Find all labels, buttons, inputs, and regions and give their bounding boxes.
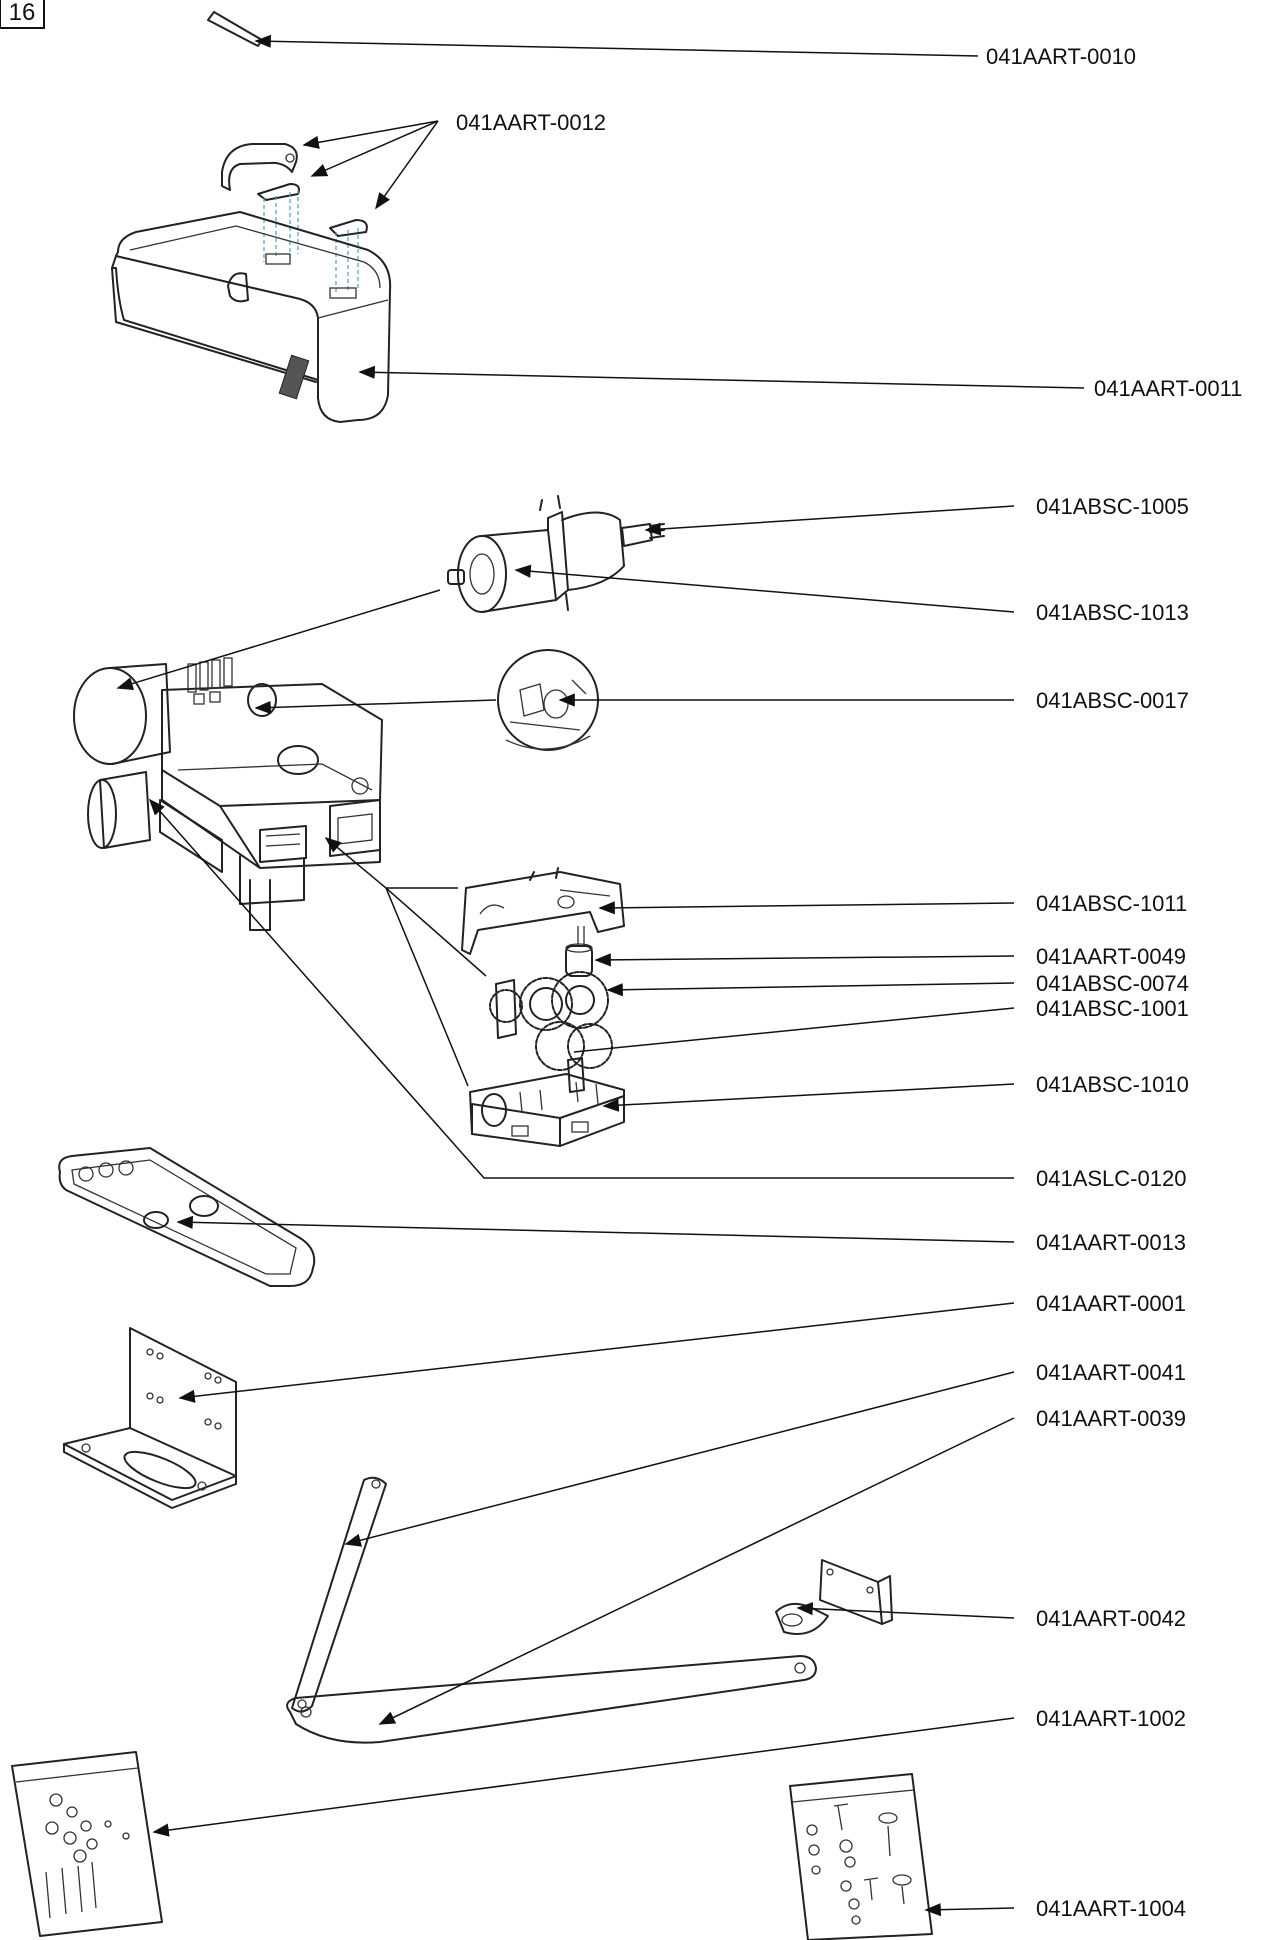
- label-041ABSC-1011: 041ABSC-1011: [1036, 891, 1187, 916]
- leader-gearbox-lower: [385, 887, 469, 1087]
- leader-041ABSC-1010: [602, 1083, 1015, 1112]
- label-041AART-0013: 041AART-0013: [1036, 1230, 1186, 1255]
- leader-041AART-0049: [594, 953, 1015, 967]
- leader-041AART-1002: [152, 1717, 1015, 1837]
- page-number-badge: 16: [0, 0, 45, 29]
- label-041AART-0039: 041AART-0039: [1036, 1406, 1186, 1431]
- label-041ABSC-1001: 041ABSC-1001: [1036, 996, 1189, 1021]
- label-041AART-0049: 041AART-0049: [1036, 944, 1186, 969]
- hardware-bag-1-illustration: [11, 1751, 163, 1937]
- motor-illustration: [447, 495, 665, 613]
- label-041AART-0010: 041AART-0010: [986, 44, 1136, 69]
- leader-041AART-0012-a: [302, 120, 439, 149]
- part-labels: 041AART-0010 041AART-0012 041AART-0011 0…: [456, 44, 1242, 1921]
- leader-detail-to-assembly: [254, 699, 497, 715]
- label-041ABSC-1013: 041ABSC-1013: [1036, 600, 1189, 625]
- leader-gearbox-gears: [385, 887, 487, 977]
- label-041ABSC-0017: 041ABSC-0017: [1036, 688, 1189, 713]
- label-041AART-0041: 041AART-0041: [1036, 1360, 1186, 1385]
- label-041AART-1002: 041AART-1002: [1036, 1706, 1186, 1731]
- mounting-bracket-illustration: [63, 1327, 237, 1509]
- label-041ABSC-0074: 041ABSC-0074: [1036, 971, 1189, 996]
- label-041ABSC-1005: 041ABSC-1005: [1036, 494, 1189, 519]
- leader-041AART-0012-c: [375, 120, 439, 210]
- operator-cover-illustration: [111, 211, 392, 423]
- label-041AART-0012: 041AART-0012: [456, 110, 606, 135]
- label-041AART-0011: 041AART-0011: [1094, 376, 1242, 401]
- bent-arm-illustration: [286, 1655, 817, 1744]
- leader-041ABSC-1001: [573, 1007, 1015, 1053]
- leader-041ABSC-0074: [606, 982, 1015, 997]
- leader-041AART-0012-b: [310, 120, 439, 177]
- leader-041AART-0041: [344, 1371, 1015, 1547]
- straight-arm-illustration: [291, 1476, 387, 1713]
- label-041AART-0001: 041AART-0001: [1036, 1291, 1186, 1316]
- page-number: 16: [9, 0, 36, 26]
- door-bracket-illustration: [775, 1559, 893, 1635]
- allen-key-illustration: [207, 11, 263, 47]
- leader-lines: [116, 34, 1085, 1917]
- leader-041ASLC-0120: [148, 798, 1014, 1179]
- label-041ABSC-1010: 041ABSC-1010: [1036, 1072, 1189, 1097]
- gearmotor-assembly-illustration: [73, 657, 383, 931]
- label-041ASLC-0120: 041ASLC-0120: [1036, 1166, 1186, 1191]
- leader-041ABSC-1005: [644, 505, 1015, 536]
- leader-041AART-0013: [176, 1215, 1015, 1243]
- gearbox-upper-housing-illustration: [461, 867, 625, 955]
- leader-041AART-0042: [796, 1602, 1015, 1619]
- leader-041ABSC-1013: [514, 564, 1015, 613]
- base-plate-illustration: [58, 1147, 316, 1287]
- label-041AART-0042: 041AART-0042: [1036, 1606, 1186, 1631]
- leader-041AART-1004: [924, 1903, 1015, 1917]
- gearbox-lower-housing-illustration: [469, 1073, 625, 1147]
- output-shaft-illustration: [565, 943, 593, 977]
- cover-clips-illustration: [221, 143, 368, 292]
- leader-041AART-0039: [378, 1417, 1015, 1725]
- leader-041ABSC-1011: [598, 901, 1015, 915]
- leader-motor-to-assembly: [116, 589, 441, 690]
- leader-041AART-0010: [254, 34, 979, 57]
- gear-set-illustration: [489, 971, 613, 1093]
- leader-041AART-0011: [358, 365, 1085, 389]
- label-041AART-1004: 041AART-1004: [1036, 1896, 1186, 1921]
- hardware-bag-2-illustration: [789, 1773, 933, 1940]
- leader-041AART-0001: [178, 1302, 1015, 1403]
